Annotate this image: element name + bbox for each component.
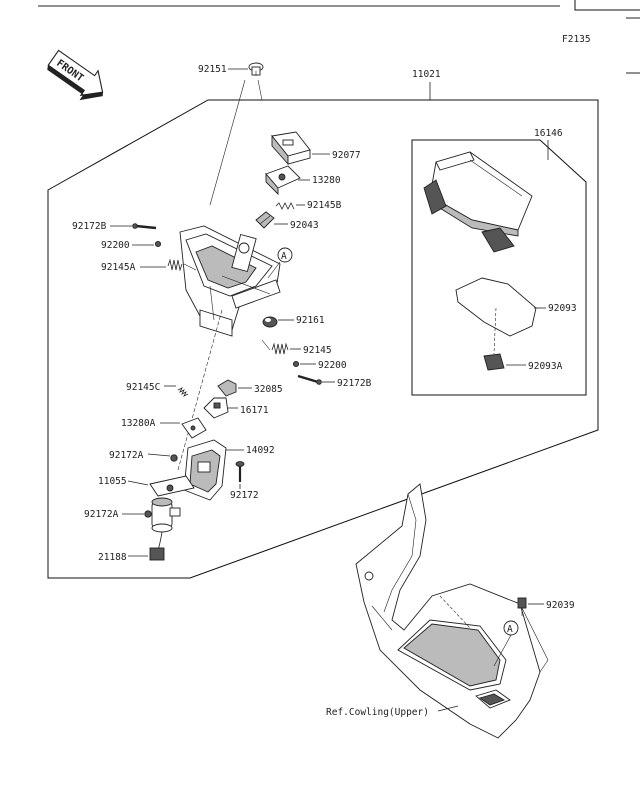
label-11021: 11021	[412, 69, 441, 80]
corner-bracket	[574, 0, 640, 11]
label-92043: 92043	[290, 220, 319, 231]
label-ref-cowling: Ref.Cowling(Upper)	[326, 707, 429, 718]
label-13280: 13280	[312, 175, 341, 186]
label-92151: 92151	[198, 64, 227, 75]
bracket-11055	[149, 475, 195, 497]
label-92093A: 92093A	[528, 361, 563, 372]
cowling-upper	[355, 483, 549, 739]
label-92145C: 92145C	[126, 382, 160, 393]
spring-92145C	[177, 387, 189, 397]
pad-92093A	[483, 353, 505, 371]
bolt-92151	[248, 62, 264, 76]
label-92172A-top: 92172A	[109, 450, 144, 461]
screw-92172B-bottom	[297, 374, 322, 385]
label-14092: 14092	[246, 445, 275, 456]
kit-box-16146	[411, 139, 587, 396]
label-32085: 32085	[254, 384, 283, 395]
callout-a-cowling: A	[493, 620, 519, 667]
actuator-21188	[149, 497, 181, 561]
label-92172B-top: 92172B	[72, 221, 107, 232]
bolt-92039	[517, 597, 527, 616]
bracket-16171	[203, 397, 229, 419]
plate-13280A	[181, 417, 207, 439]
pin-92043	[255, 211, 275, 229]
label-92161: 92161	[296, 315, 325, 326]
cover-92077	[271, 131, 311, 166]
washer-92200-bottom	[292, 360, 300, 368]
screw-92172B-top	[132, 223, 157, 230]
label-92145B: 92145B	[307, 200, 342, 211]
storage-box-body	[179, 225, 281, 337]
figure-code: F2135	[562, 34, 591, 45]
svg-text:A: A	[281, 251, 287, 262]
plate-13280	[265, 165, 301, 196]
assembly-frame-11021	[47, 99, 599, 579]
label-92039: 92039	[546, 600, 575, 611]
front-arrow-icon: FRONT	[47, 49, 104, 101]
label-16171: 16171	[240, 405, 269, 416]
washer-92200-top	[154, 240, 162, 248]
label-92172B-bottom: 92172B	[337, 378, 372, 389]
label-16146: 16146	[534, 128, 563, 139]
label-92172A-bottom: 92172A	[84, 509, 119, 520]
damper-92161	[262, 316, 278, 328]
label-21188: 21188	[98, 552, 127, 563]
svg-text:A: A	[507, 624, 513, 635]
spring-92145	[261, 339, 289, 355]
screw-92172A-bottom	[144, 510, 152, 518]
label-92172: 92172	[230, 490, 259, 501]
label-92093: 92093	[548, 303, 577, 314]
screw-92172A-top	[170, 454, 178, 462]
screw-92172	[235, 461, 245, 482]
lever-32085	[217, 379, 237, 397]
label-92145: 92145	[303, 345, 332, 356]
label-92077: 92077	[332, 150, 361, 161]
pad-92093	[455, 277, 537, 337]
label-92200-bottom: 92200	[318, 360, 347, 371]
callout-a-box: A	[267, 247, 293, 279]
lid-16146	[423, 151, 533, 253]
spring-92145A	[167, 258, 197, 272]
label-11055: 11055	[98, 476, 127, 487]
label-13280A: 13280A	[121, 418, 156, 429]
spring-92145B	[275, 202, 295, 210]
label-92145A: 92145A	[101, 262, 136, 273]
label-92200-top: 92200	[101, 240, 130, 251]
cover-14092	[183, 439, 227, 501]
